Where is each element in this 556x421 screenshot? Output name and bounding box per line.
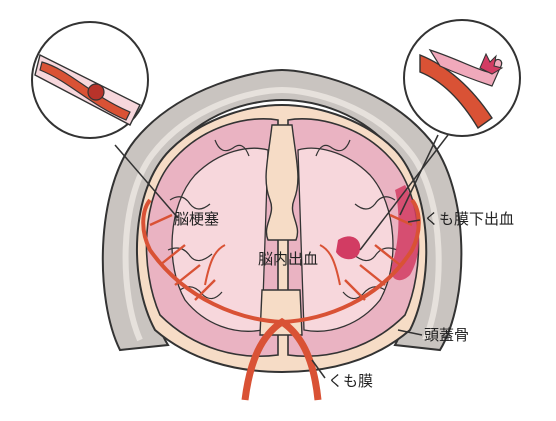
- intracerebral-hemorrhage-spot: [336, 236, 361, 260]
- arachnoid-leader-line: [311, 359, 326, 379]
- arteries: [141, 198, 421, 401]
- label-skull: 頭蓋骨: [424, 326, 469, 344]
- skull-leader-line: [397, 329, 423, 336]
- subarachnoid-hemorrhage-region: [391, 185, 420, 281]
- label-arachnoid: くも膜: [328, 372, 373, 390]
- hemorrhage-zoom-inset: [359, 19, 521, 251]
- brain: [136, 103, 428, 374]
- infarction-zoom-inset: [31, 21, 179, 219]
- skull: [101, 68, 463, 352]
- label-subarachnoid-hemorrhage: くも膜下出血: [424, 210, 514, 228]
- label-intracerebral-hemorrhage: 脳内出血: [258, 250, 318, 268]
- label-cerebral-infarction: 脳梗塞: [174, 210, 219, 228]
- sah-leader-line: [407, 219, 421, 223]
